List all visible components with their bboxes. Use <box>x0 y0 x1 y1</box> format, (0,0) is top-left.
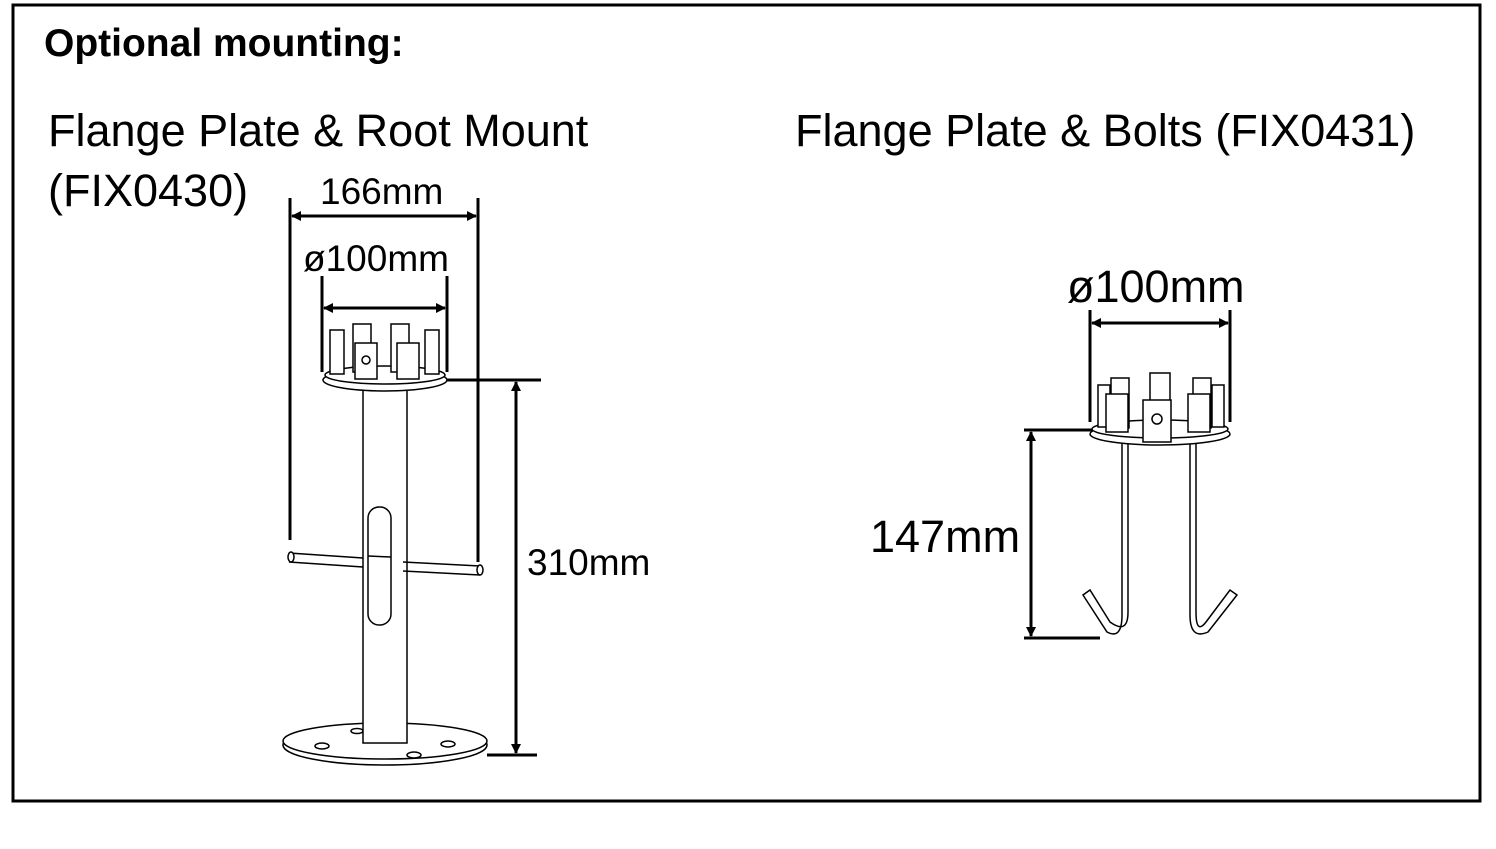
frame-border <box>11 3 1482 803</box>
right-product-name: Flange Plate & Bolts (FIX0431) <box>795 105 1416 156</box>
right-height-label: 147mm <box>870 511 1021 562</box>
left-height-label: 310mm <box>527 542 651 583</box>
left-flange-diameter-label: ø100mm <box>303 238 449 279</box>
overall-width-label: 166mm <box>320 171 444 212</box>
left-product-code: (FIX0430) <box>48 165 249 216</box>
flange-bolts-dimensions <box>1024 310 1232 640</box>
left-product-name: Flange Plate & Root Mount <box>48 105 589 156</box>
flange-bolts-drawing <box>1081 372 1239 635</box>
section-title: Optional mounting: <box>44 22 404 65</box>
right-flange-diameter-label: ø100mm <box>1067 261 1245 312</box>
root-mount-dimensions <box>288 198 541 757</box>
root-mount-drawing <box>282 323 488 766</box>
